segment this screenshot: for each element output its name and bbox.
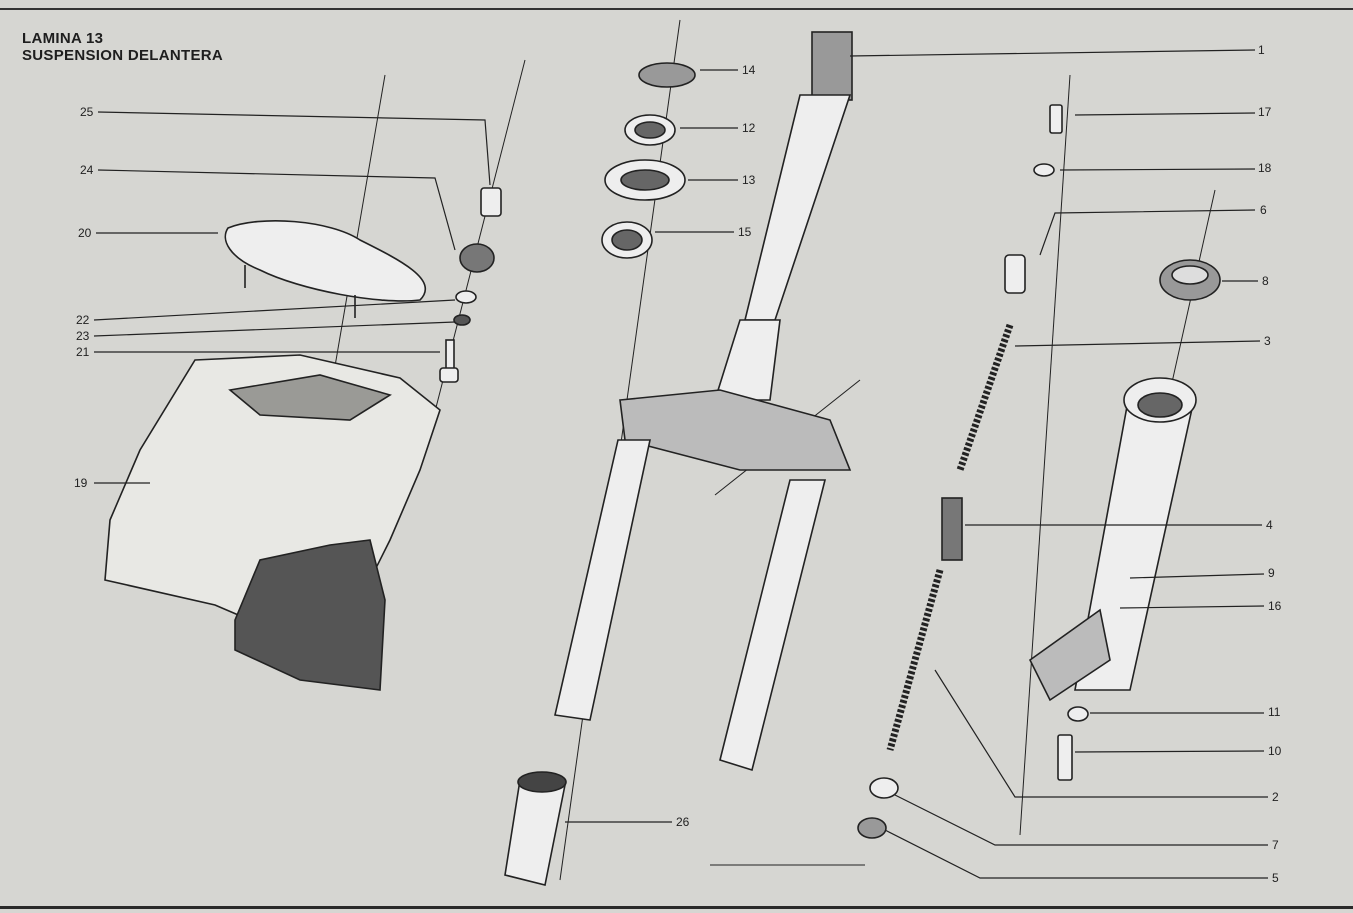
callout-5: 5 [1272,871,1279,885]
leader-line-2 [934,669,1268,798]
cover-plate-part-20 [224,220,427,318]
leader-line-1 [849,49,1256,57]
callout-21: 21 [76,345,90,359]
callout-17: 17 [1258,105,1272,119]
leader-line-17 [1074,112,1256,116]
small-parts-left [439,187,502,383]
callout-12: 12 [742,121,756,135]
leader-line-3 [1014,340,1261,347]
leader-line-18 [1059,168,1256,171]
callout-8: 8 [1262,274,1269,288]
callout-25: 25 [80,105,94,119]
callout-1: 1 [1258,43,1265,57]
plate-number: LAMINA 13 [22,30,104,47]
top-border [0,8,1353,10]
bottom-border [0,906,1353,909]
leader-line-9 [1129,573,1265,579]
leader-lines [93,49,1268,879]
fork-part-1 [554,31,853,772]
callout-7: 7 [1272,838,1279,852]
leader-line-10 [1074,750,1265,753]
callout-6: 6 [1260,203,1267,217]
plate-subtitle: SUSPENSION DELANTERA [22,47,224,64]
callout-4: 4 [1266,518,1273,532]
callout-13: 13 [742,173,756,187]
right-parts [857,104,1221,839]
callout-3: 3 [1264,334,1271,348]
callout-labels: 1234567891011121314151617181920212223242… [74,43,1282,885]
callout-11: 11 [1268,705,1281,719]
callout-19: 19 [74,476,88,490]
callout-18: 18 [1258,161,1272,175]
callout-10: 10 [1268,744,1282,758]
leader-line-6 [1039,209,1256,256]
tube-part-26 [504,771,567,886]
callout-15: 15 [738,225,752,239]
callout-23: 23 [76,329,90,343]
callout-26: 26 [676,815,690,829]
callout-14: 14 [742,63,756,77]
callout-22: 22 [76,313,90,327]
leader-line-24 [97,169,456,251]
leader-line-25 [97,111,491,186]
front-shield-part-19 [104,354,441,691]
leader-line-22 [93,299,456,321]
page-title: LAMINA 13 SUSPENSION DELANTERA [22,30,223,64]
leader-line-23 [93,321,456,337]
leader-line-5 [884,829,1268,879]
callout-20: 20 [78,226,92,240]
bearing-parts [601,62,696,259]
leader-line-7 [894,794,1268,846]
callout-16: 16 [1268,599,1282,613]
callout-9: 9 [1268,566,1275,580]
callout-2: 2 [1272,790,1279,804]
leader-line-16 [1119,605,1265,609]
callout-24: 24 [80,163,94,177]
